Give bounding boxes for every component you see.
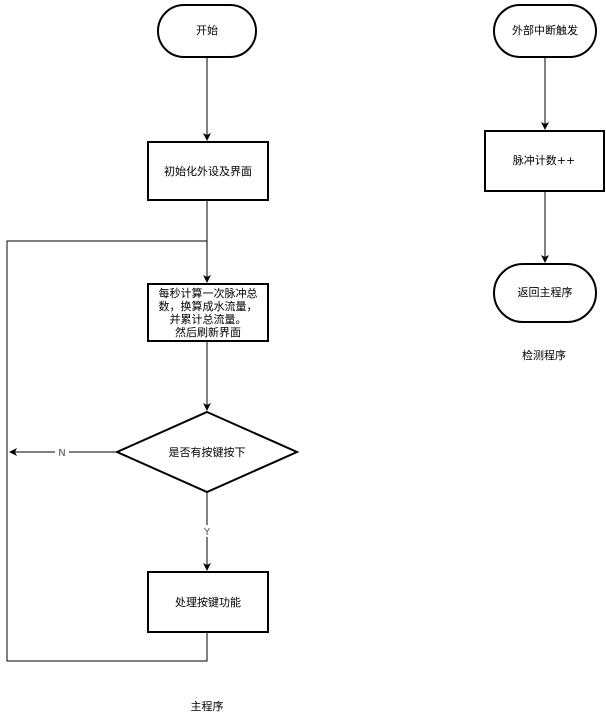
count-node: 脉冲计数++ — [484, 130, 605, 192]
detect-program-caption: 检测程序 — [522, 348, 566, 362]
start-label: 开始 — [196, 23, 218, 37]
trigger-node: 外部中断触发 — [493, 4, 597, 58]
count-label: 脉冲计数++ — [513, 153, 575, 167]
decision-node: 是否有按键按下 — [114, 410, 300, 494]
return-node: 返回主程序 — [493, 263, 597, 323]
compute-label-line-4: 然后刷新界面 — [175, 325, 241, 339]
decision-label: 是否有按键按下 — [169, 445, 246, 459]
no-label: N — [58, 448, 65, 459]
yes-label: Y — [203, 527, 211, 538]
start-node: 开始 — [157, 4, 257, 58]
init-label: 初始化外设及界面 — [164, 164, 252, 178]
compute-label-line-3: 并累计总流量。 — [170, 312, 247, 326]
handle-label: 处理按键功能 — [175, 595, 241, 609]
compute-label-line-1: 每秒计算一次脉冲总 — [159, 286, 258, 300]
init-node: 初始化外设及界面 — [147, 141, 269, 201]
handle-node: 处理按键功能 — [147, 571, 269, 633]
main-program-caption: 主程序 — [191, 699, 224, 713]
return-label: 返回主程序 — [518, 285, 573, 299]
yes-label-bg — [200, 525, 214, 537]
loop-back-edge — [6, 240, 208, 662]
compute-node: 每秒计算一次脉冲总 数，换算成水流量， 并累计总流量。 然后刷新界面 — [147, 283, 269, 342]
trigger-label: 外部中断触发 — [512, 23, 578, 37]
no-label-bg — [55, 446, 69, 458]
compute-label-line-2: 数，换算成水流量， — [159, 299, 258, 313]
